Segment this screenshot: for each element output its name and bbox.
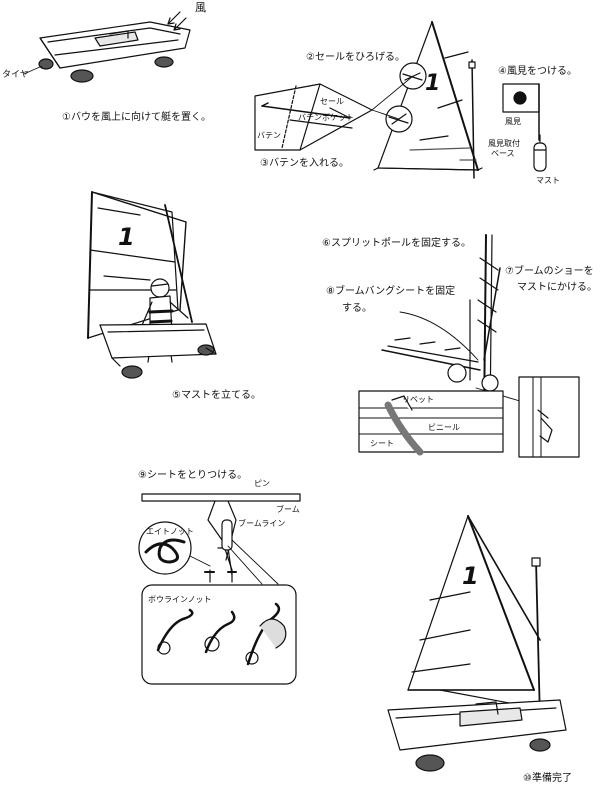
step10-sail-number: 1 bbox=[462, 562, 479, 590]
step9-caption: ⑨シートをとりつける。 bbox=[138, 469, 247, 481]
step5-caption: ⑤マストを立てる。 bbox=[172, 388, 261, 401]
step1-caption: ①バウを風上に向けて艇を置く。 bbox=[62, 110, 211, 123]
step3-sail-label: セール bbox=[320, 97, 344, 106]
step9-figure8-knot-detail bbox=[138, 521, 211, 575]
step5-raising-mast-illustration bbox=[87, 191, 217, 379]
step8-rivet-label: リベット bbox=[402, 395, 434, 404]
step8-caption-line1: ⑧ブームバングシートを固定 bbox=[326, 284, 455, 297]
step8-detail-box bbox=[358, 390, 504, 456]
step10-complete-boat-illustration bbox=[387, 515, 567, 772]
step7-caption-line2: マストにかける。 bbox=[517, 281, 597, 293]
step4-caption: ④風見をつける。 bbox=[498, 65, 577, 77]
step9-bowline-label: ボウラインノット bbox=[148, 595, 211, 604]
step2-sail-illustration bbox=[373, 21, 483, 179]
step9-sheet-illustration bbox=[141, 493, 301, 585]
step7-detail-box bbox=[518, 376, 580, 458]
step8-caption-line2: する。 bbox=[342, 302, 372, 314]
step5-sail-number: 1 bbox=[118, 223, 135, 251]
step1-tire-label: タイヤ bbox=[2, 69, 29, 80]
step1-wind-label: 風 bbox=[195, 1, 206, 14]
step2-caption: ②セールをひろげる。 bbox=[306, 51, 405, 63]
step4-mount-label-line2: ベース bbox=[491, 149, 515, 158]
step3-caption: ③バテンを入れる。 bbox=[260, 157, 349, 169]
step9-figure8-label: エイトノット bbox=[146, 527, 194, 536]
step2-sail-number: 1 bbox=[425, 71, 440, 96]
step1-boat-illustration bbox=[38, 11, 191, 83]
step4-windvane-illustration bbox=[502, 83, 547, 172]
step9-boom-label: ブーム bbox=[276, 504, 300, 514]
step4-vane-label: 風見 bbox=[505, 117, 521, 126]
step9-pin-label: ピン bbox=[254, 479, 270, 488]
step3-pocket-label: バテンポケット bbox=[298, 113, 354, 122]
step4-mount-label-line1: 風見取付 bbox=[488, 138, 520, 148]
step8-sheet-label: シート bbox=[370, 439, 394, 448]
step3-batten-detail bbox=[254, 75, 414, 151]
step4-mast-label: マスト bbox=[536, 176, 560, 185]
step10-caption: ⑩準備完了 bbox=[523, 771, 572, 784]
step9-boomline-label: ブームライン bbox=[238, 518, 285, 528]
step7-caption-line1: ⑦ブームのショーを bbox=[505, 264, 594, 277]
step9-bowline-knot-detail bbox=[141, 584, 297, 685]
step6-caption: ⑥スプリットポールを固定する。 bbox=[322, 236, 471, 249]
step3-batten-label: バテン bbox=[257, 131, 281, 140]
step8-vinyl-label: ビニール bbox=[428, 423, 460, 432]
